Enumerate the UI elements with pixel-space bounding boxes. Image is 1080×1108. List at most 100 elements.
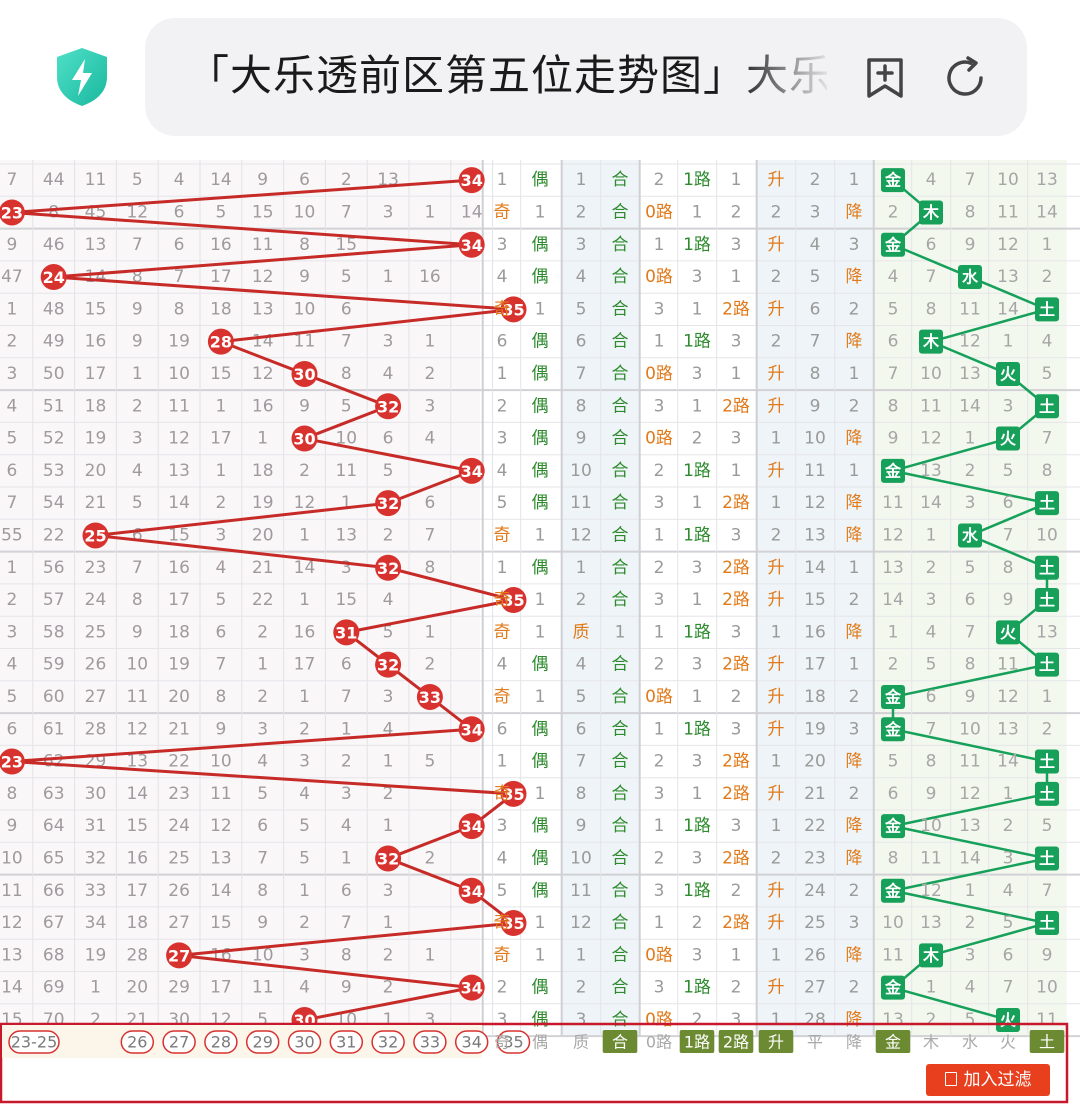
omission-count: 6 [215, 622, 226, 642]
omission-count: 65 [43, 848, 65, 868]
element-box [1035, 555, 1059, 580]
parity-gap: 1 [497, 364, 508, 384]
omission-count: 22 [252, 590, 274, 610]
element-gap: 3 [965, 493, 976, 513]
omission-count: 54 [43, 493, 65, 513]
element-gap: 5 [965, 1010, 976, 1030]
filter-number-label: 23-25 [11, 1033, 58, 1052]
trend-flat-gap: 18 [804, 687, 826, 707]
element-box [881, 717, 905, 742]
element-box [996, 361, 1020, 386]
element-label: 金 [884, 817, 902, 836]
security-shield-icon[interactable] [54, 46, 110, 108]
element-gap: 8 [888, 396, 899, 416]
element-gap: 14 [997, 299, 1019, 319]
omission-count: 13 [1, 945, 23, 965]
element-gap: 4 [926, 622, 937, 642]
trend-up: 升 [768, 299, 785, 319]
omission-count: 3 [341, 558, 352, 578]
element-gap: 2 [888, 202, 899, 222]
omission-count: 5 [424, 752, 435, 772]
omission-count: 11 [210, 784, 232, 804]
prime-gap: 9 [576, 816, 587, 836]
omission-count: 11 [252, 235, 274, 255]
omission-count: 3 [299, 945, 310, 965]
omission-count: 27 [168, 913, 190, 933]
omission-count: 4 [257, 752, 268, 772]
refresh-icon[interactable] [941, 54, 989, 102]
trend-flat-gap: 19 [804, 719, 826, 739]
drawn-ball [500, 587, 527, 614]
element-gap: 13 [920, 461, 942, 481]
trend-up: 升 [768, 913, 785, 933]
omission-count: 4 [215, 558, 226, 578]
element-gap: 12 [920, 881, 942, 901]
omission-count: 62 [43, 752, 65, 772]
add-filter-button[interactable]: 加入过滤 [926, 1064, 1050, 1096]
omission-count: 2 [341, 170, 352, 190]
trend-flat-gap: 9 [810, 396, 821, 416]
filter-number-label: 32 [378, 1033, 398, 1052]
drawn-ball-label: 34 [461, 720, 483, 739]
omission-count: 7 [6, 170, 17, 190]
omission-count: 48 [43, 299, 65, 319]
element-gap: 2 [965, 461, 976, 481]
element-label: 金 [884, 461, 902, 480]
parity-even: 偶 [532, 816, 549, 836]
route-gap: 3 [731, 719, 742, 739]
drawn-ball-label: 35 [502, 914, 524, 933]
route-gap: 1 [692, 590, 703, 610]
omission-count: 2 [424, 364, 435, 384]
prime-gap: 5 [576, 299, 587, 319]
element-gap: 7 [888, 364, 899, 384]
trend-gap: 1 [771, 429, 782, 449]
composite-gap: 1 [615, 622, 626, 642]
omission-count: 10 [335, 429, 357, 449]
drawn-ball-label: 23 [1, 753, 23, 772]
filter-number-label: 29 [253, 1033, 273, 1052]
omission-count: 6 [257, 816, 268, 836]
parity-odd: 奇 [494, 945, 511, 965]
composite-mark: 合 [612, 913, 629, 933]
element-box [881, 168, 905, 193]
route-mark: 2路 [722, 590, 750, 610]
ball-zone-bg [0, 160, 480, 1037]
drawn-ball [0, 199, 25, 226]
omission-count: 3 [6, 364, 17, 384]
parity-gap: 1 [535, 590, 546, 610]
omission-count: 5 [132, 170, 143, 190]
omission-count: 2 [383, 525, 394, 545]
route-mark: 0路 [645, 429, 673, 449]
omission-count: 8 [341, 945, 352, 965]
omission-count: 1 [424, 202, 435, 222]
trend-flat-gap: 5 [810, 267, 821, 287]
route-gap: 3 [692, 945, 703, 965]
route-gap: 3 [692, 655, 703, 675]
element-box [1035, 911, 1059, 936]
filter-number-pill [413, 1030, 447, 1054]
filter-number-label: 27 [169, 1033, 189, 1052]
omission-count: 56 [43, 558, 65, 578]
omission-count: 1 [424, 945, 435, 965]
omission-count: 16 [210, 235, 232, 255]
omission-count: 60 [43, 687, 65, 707]
address-bar[interactable]: 「大乐透前区第五位走势图」大乐透前区第五位 [145, 18, 1027, 136]
parity-even: 偶 [532, 332, 549, 352]
bookmark-add-icon[interactable] [861, 54, 909, 102]
route-gap: 1 [692, 493, 703, 513]
omission-count: 14 [252, 332, 274, 352]
omission-count: 8 [299, 235, 310, 255]
element-gap: 13 [959, 364, 981, 384]
drawn-ball-label: 35 [502, 591, 524, 610]
omission-count: 17 [126, 881, 148, 901]
route-gap: 2 [731, 978, 742, 998]
element-gap: 5 [1042, 364, 1053, 384]
element-box [881, 878, 905, 903]
parity-gap: 1 [535, 945, 546, 965]
omission-count: 51 [43, 396, 65, 416]
route-mark: 2路 [722, 299, 750, 319]
trend-up: 升 [768, 655, 785, 675]
omission-count: 15 [252, 202, 274, 222]
omission-count: 13 [85, 235, 107, 255]
route-gap: 1 [654, 719, 665, 739]
